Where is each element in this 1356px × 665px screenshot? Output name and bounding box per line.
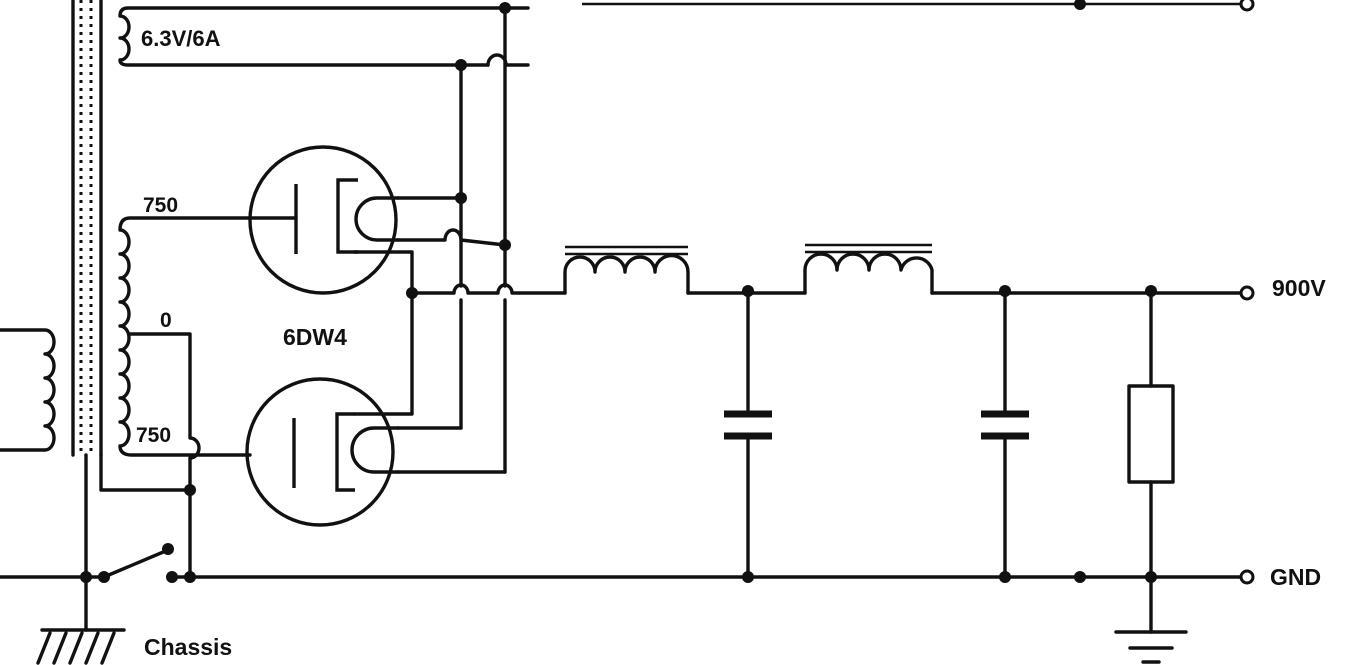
chassis-label: Chassis [144,634,232,660]
capacitor-2 [981,291,1029,579]
capacitor-1 [724,291,772,579]
choke-1 [563,245,690,295]
tube-upper [248,145,400,295]
output-900v-label: 900V [1272,275,1326,301]
transformer-core [71,0,103,457]
cathode-bus [353,250,567,416]
ground-symbol [1114,630,1188,664]
tube-type-label: 6DW4 [283,324,347,350]
choke-2 [803,243,934,295]
center-tap-label: 0 [160,309,172,332]
tube-lower [245,377,400,527]
output-gnd-label: GND [1270,564,1321,590]
hv-top-label: 750 [143,194,178,217]
hv-bottom-label: 750 [136,424,171,447]
hv-output-terminal [1239,285,1255,301]
power-switch [162,543,178,583]
heater-voltage-label: 6.3V/6A [141,26,221,51]
heater-wiring [396,6,507,474]
top-right-fragment [582,0,1255,12]
primary-winding [0,328,56,452]
hv-secondary-winding [118,216,252,492]
gnd-output-terminal [1239,569,1255,585]
ground-bus [0,453,1242,632]
junction-dots [80,2,1157,583]
chassis-ground-symbol [36,628,126,665]
bleeder-resistor [1127,291,1175,634]
